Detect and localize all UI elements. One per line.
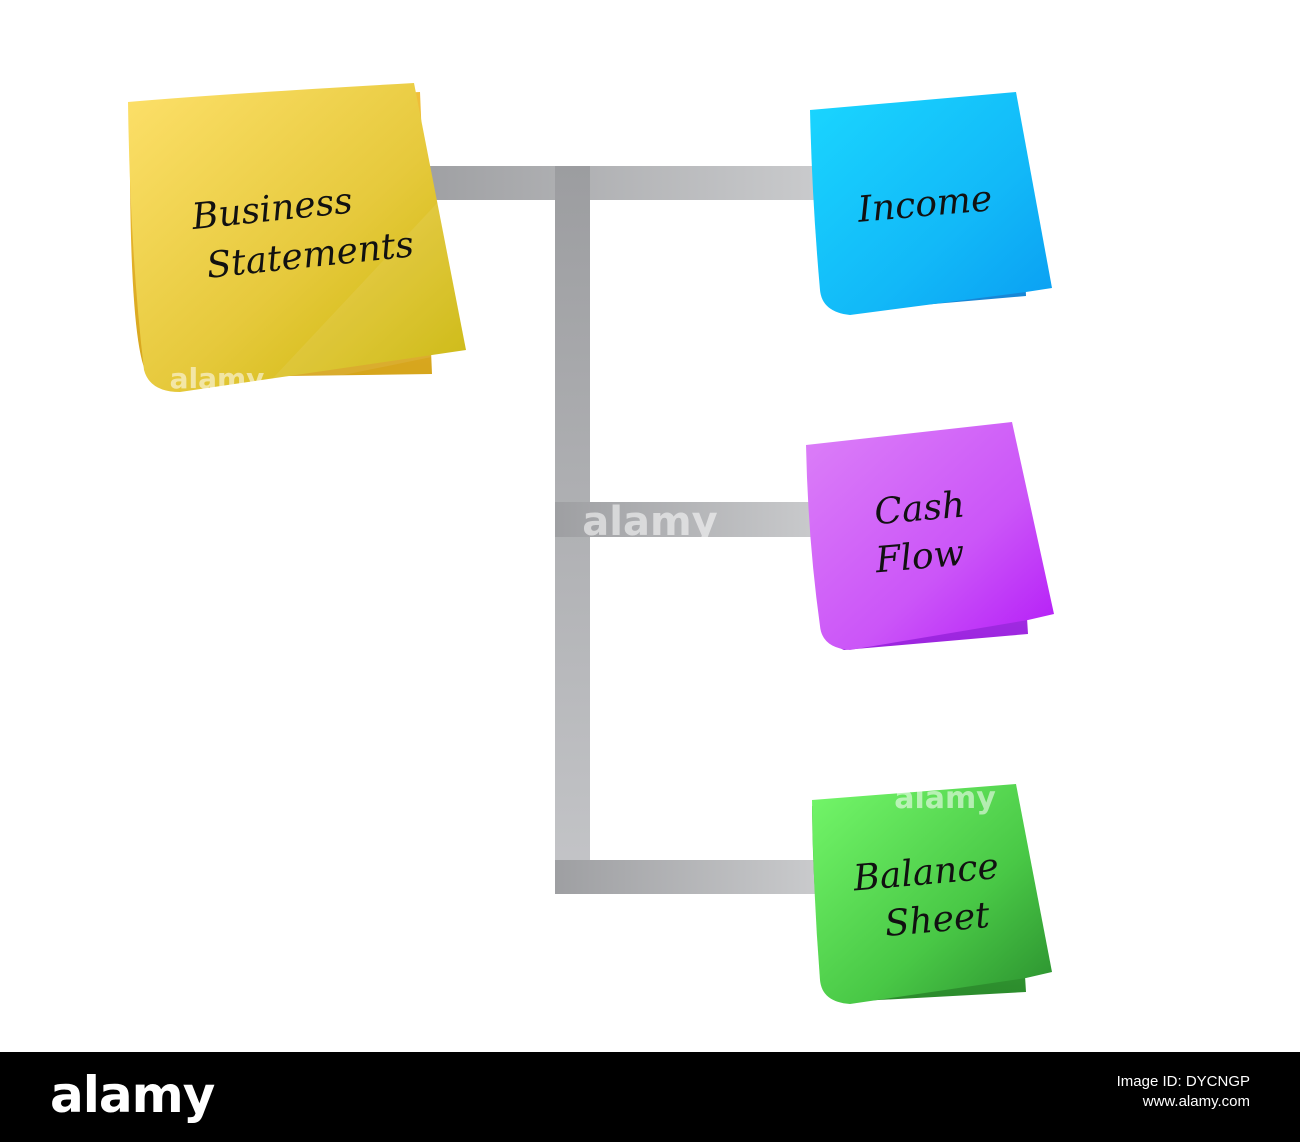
- footer-bar: alamy Image ID: DYCNGP www.alamy.com: [0, 1052, 1300, 1142]
- note-front: [812, 784, 1052, 1004]
- note-front: [128, 83, 466, 392]
- note-cash-flow: Cash Flow: [806, 422, 1054, 650]
- connector-balance: [555, 860, 815, 894]
- alamy-logo: alamy: [50, 1066, 215, 1124]
- note-business-statements: Business Statements: [128, 83, 466, 392]
- watermark-mark: alamy: [582, 499, 717, 545]
- note-label-line1: Cash: [873, 484, 967, 533]
- image-id-text: Image ID: DYCNGP: [1116, 1073, 1250, 1090]
- note-income: Income: [810, 92, 1052, 315]
- site-url-text: www.alamy.com: [1142, 1093, 1250, 1110]
- watermark-mark: alamy: [170, 362, 265, 395]
- tree-diagram: Business Statements Income Cash Flow Bal…: [128, 83, 1054, 1004]
- watermark-layer: alamy alamy alamy: [170, 362, 997, 816]
- note-balance-sheet: Balance Sheet: [812, 784, 1052, 1004]
- watermark-mark: alamy: [894, 781, 996, 816]
- note-label-line2: Sheet: [883, 895, 992, 945]
- connector-lines: [415, 166, 815, 894]
- note-front: [810, 92, 1052, 315]
- note-sheen: [260, 200, 466, 392]
- note-label-line2: Flow: [873, 533, 966, 582]
- connector-cashflow: [555, 502, 815, 537]
- image-info: Image ID: DYCNGP www.alamy.com: [1117, 1072, 1250, 1112]
- connector-root-income: [415, 166, 815, 200]
- note-front: [806, 422, 1054, 650]
